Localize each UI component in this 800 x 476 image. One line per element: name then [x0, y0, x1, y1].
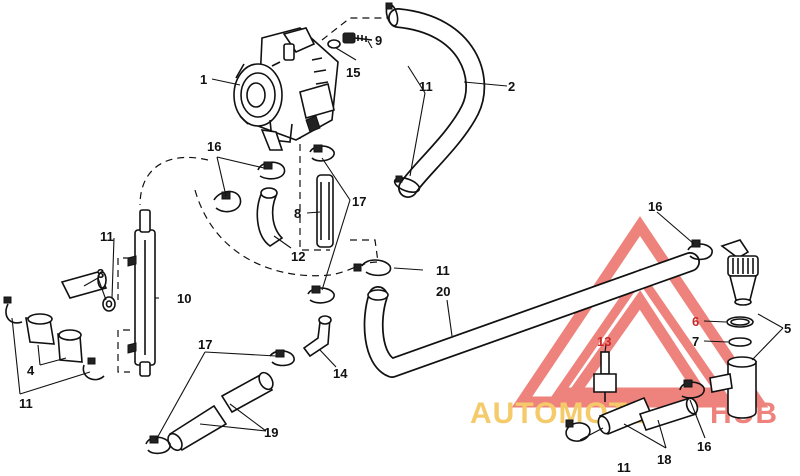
- washer: [327, 39, 341, 49]
- leader-lines: [11, 40, 784, 449]
- clamp-filter-top: [687, 239, 713, 261]
- callout-11-left-upper: 11: [100, 229, 114, 244]
- callout-6: 6: [692, 314, 699, 329]
- long-fuel-hose: [363, 252, 700, 378]
- fuel-pump: [233, 27, 339, 151]
- clamp-lower-left: [145, 435, 171, 455]
- fitting-lower-1: [25, 313, 55, 345]
- clamp-tube-bottom: [307, 285, 335, 304]
- clamp-bottom-right: [679, 379, 705, 399]
- screw: [342, 32, 373, 44]
- callout-13: 13: [597, 334, 611, 349]
- lower-hose-upper: [220, 371, 274, 414]
- callout-labels: 1 2 3 4 5 6 7 8 9 10 11 11 11 11 11 12 1…: [19, 33, 791, 475]
- callout-11-mid: 11: [436, 263, 450, 278]
- callout-14: 14: [333, 366, 348, 381]
- callout-8: 8: [294, 206, 301, 221]
- dashed-routing-lines: [117, 17, 392, 373]
- long-tube: [127, 209, 156, 377]
- connector: [593, 351, 617, 402]
- callout-15: 15: [346, 65, 360, 80]
- clamp-far-left: [3, 296, 23, 324]
- callout-12: 12: [291, 249, 305, 264]
- callout-11-top: 11: [419, 79, 433, 94]
- lower-hose-lower: [167, 404, 228, 452]
- clamp-tube-top: [309, 144, 335, 162]
- clamp-hose-start: [353, 259, 392, 277]
- elbow-hose: [256, 187, 284, 247]
- callout-2: 2: [508, 79, 515, 94]
- filter-bowl: [709, 356, 757, 419]
- callout-18: 18: [657, 452, 671, 467]
- hose-top: [388, 8, 486, 198]
- clamp-lower-right: [269, 349, 295, 367]
- callout-16-bottom: 16: [697, 439, 711, 454]
- filter-tube: [316, 174, 334, 248]
- callout-5: 5: [784, 321, 791, 336]
- fuel-filter-assembly: [720, 239, 759, 306]
- callout-1: 1: [200, 72, 207, 87]
- callout-19: 19: [264, 425, 278, 440]
- callout-10: 10: [177, 291, 191, 306]
- clamp-upper-left: [213, 190, 242, 213]
- callout-20: 20: [436, 284, 450, 299]
- callout-3: 3: [97, 266, 104, 281]
- callout-11-left-lower: 11: [19, 396, 33, 411]
- elbow-fitting: [302, 315, 332, 358]
- fitting-lower-2: [57, 329, 83, 363]
- callout-17-upper: 17: [352, 194, 366, 209]
- callout-11-bottom: 11: [617, 460, 631, 475]
- callout-17-lower: 17: [198, 337, 212, 352]
- fitting-small: [102, 296, 116, 312]
- callout-9: 9: [375, 33, 382, 48]
- callout-16-right: 16: [648, 199, 662, 214]
- o-ring-small: [728, 337, 752, 347]
- clamp-bottom: [565, 419, 591, 442]
- callout-16-upper: 16: [207, 139, 221, 154]
- callout-4: 4: [27, 363, 35, 378]
- hose-clamp-lower: [393, 175, 421, 193]
- callout-7: 7: [692, 334, 699, 349]
- clamp-left-lower: [82, 357, 105, 381]
- hose-clamp-top: [385, 2, 399, 27]
- o-ring-large: [726, 316, 754, 328]
- clamp-upper-right: [257, 161, 286, 180]
